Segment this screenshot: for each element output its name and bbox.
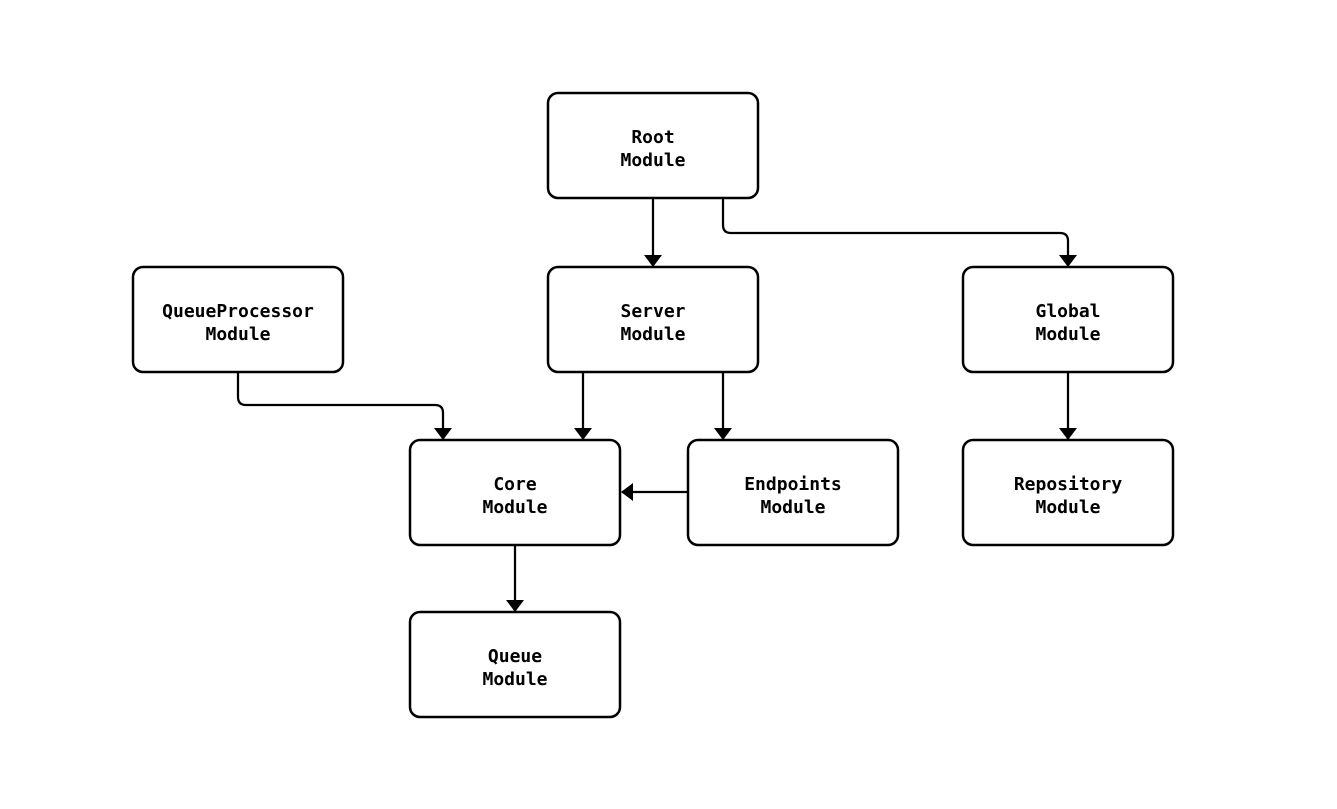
queue-module-label-line2: Module — [482, 669, 547, 690]
node-root-module: Root Module — [546, 91, 760, 200]
node-core-module: Core Module — [408, 438, 622, 547]
node-queueprocessor-module: QueueProcessor Module — [131, 265, 345, 374]
core-module-box — [408, 438, 622, 547]
queue-module-box — [408, 610, 622, 719]
root-module-label-line1: Root — [631, 127, 674, 148]
node-endpoints-module: Endpoints Module — [686, 438, 900, 547]
node-global-module: Global Module — [961, 265, 1175, 374]
node-repository-module: Repository Module — [961, 438, 1175, 547]
root-module-label-line2: Module — [620, 150, 685, 171]
repository-module-label-line1: Repository — [1014, 474, 1123, 495]
core-module-label-line2: Module — [482, 497, 547, 518]
node-queue-module: Queue Module — [408, 610, 622, 719]
endpoints-module-label-line1: Endpoints — [744, 474, 842, 495]
queueprocessor-module-label-line2: Module — [205, 324, 270, 345]
repository-module-box — [961, 438, 1175, 547]
global-module-box — [961, 265, 1175, 374]
queueprocessor-module-label-line1: QueueProcessor — [162, 301, 314, 322]
endpoints-module-label-line2: Module — [760, 497, 825, 518]
queue-module-label-line1: Queue — [488, 646, 542, 667]
node-server-module: Server Module — [546, 265, 760, 374]
server-module-label-line1: Server — [620, 301, 685, 322]
server-module-box — [546, 265, 760, 374]
global-module-label-line1: Global — [1035, 301, 1100, 322]
repository-module-label-line2: Module — [1035, 497, 1100, 518]
root-module-box — [546, 91, 760, 200]
server-module-label-line2: Module — [620, 324, 685, 345]
queueprocessor-module-box — [131, 265, 345, 374]
edge-root-to-global — [721, 198, 1077, 267]
endpoints-module-box — [686, 438, 900, 547]
global-module-label-line2: Module — [1035, 324, 1100, 345]
edge-queueprocessor-to-core — [236, 373, 452, 440]
core-module-label-line1: Core — [493, 474, 537, 495]
